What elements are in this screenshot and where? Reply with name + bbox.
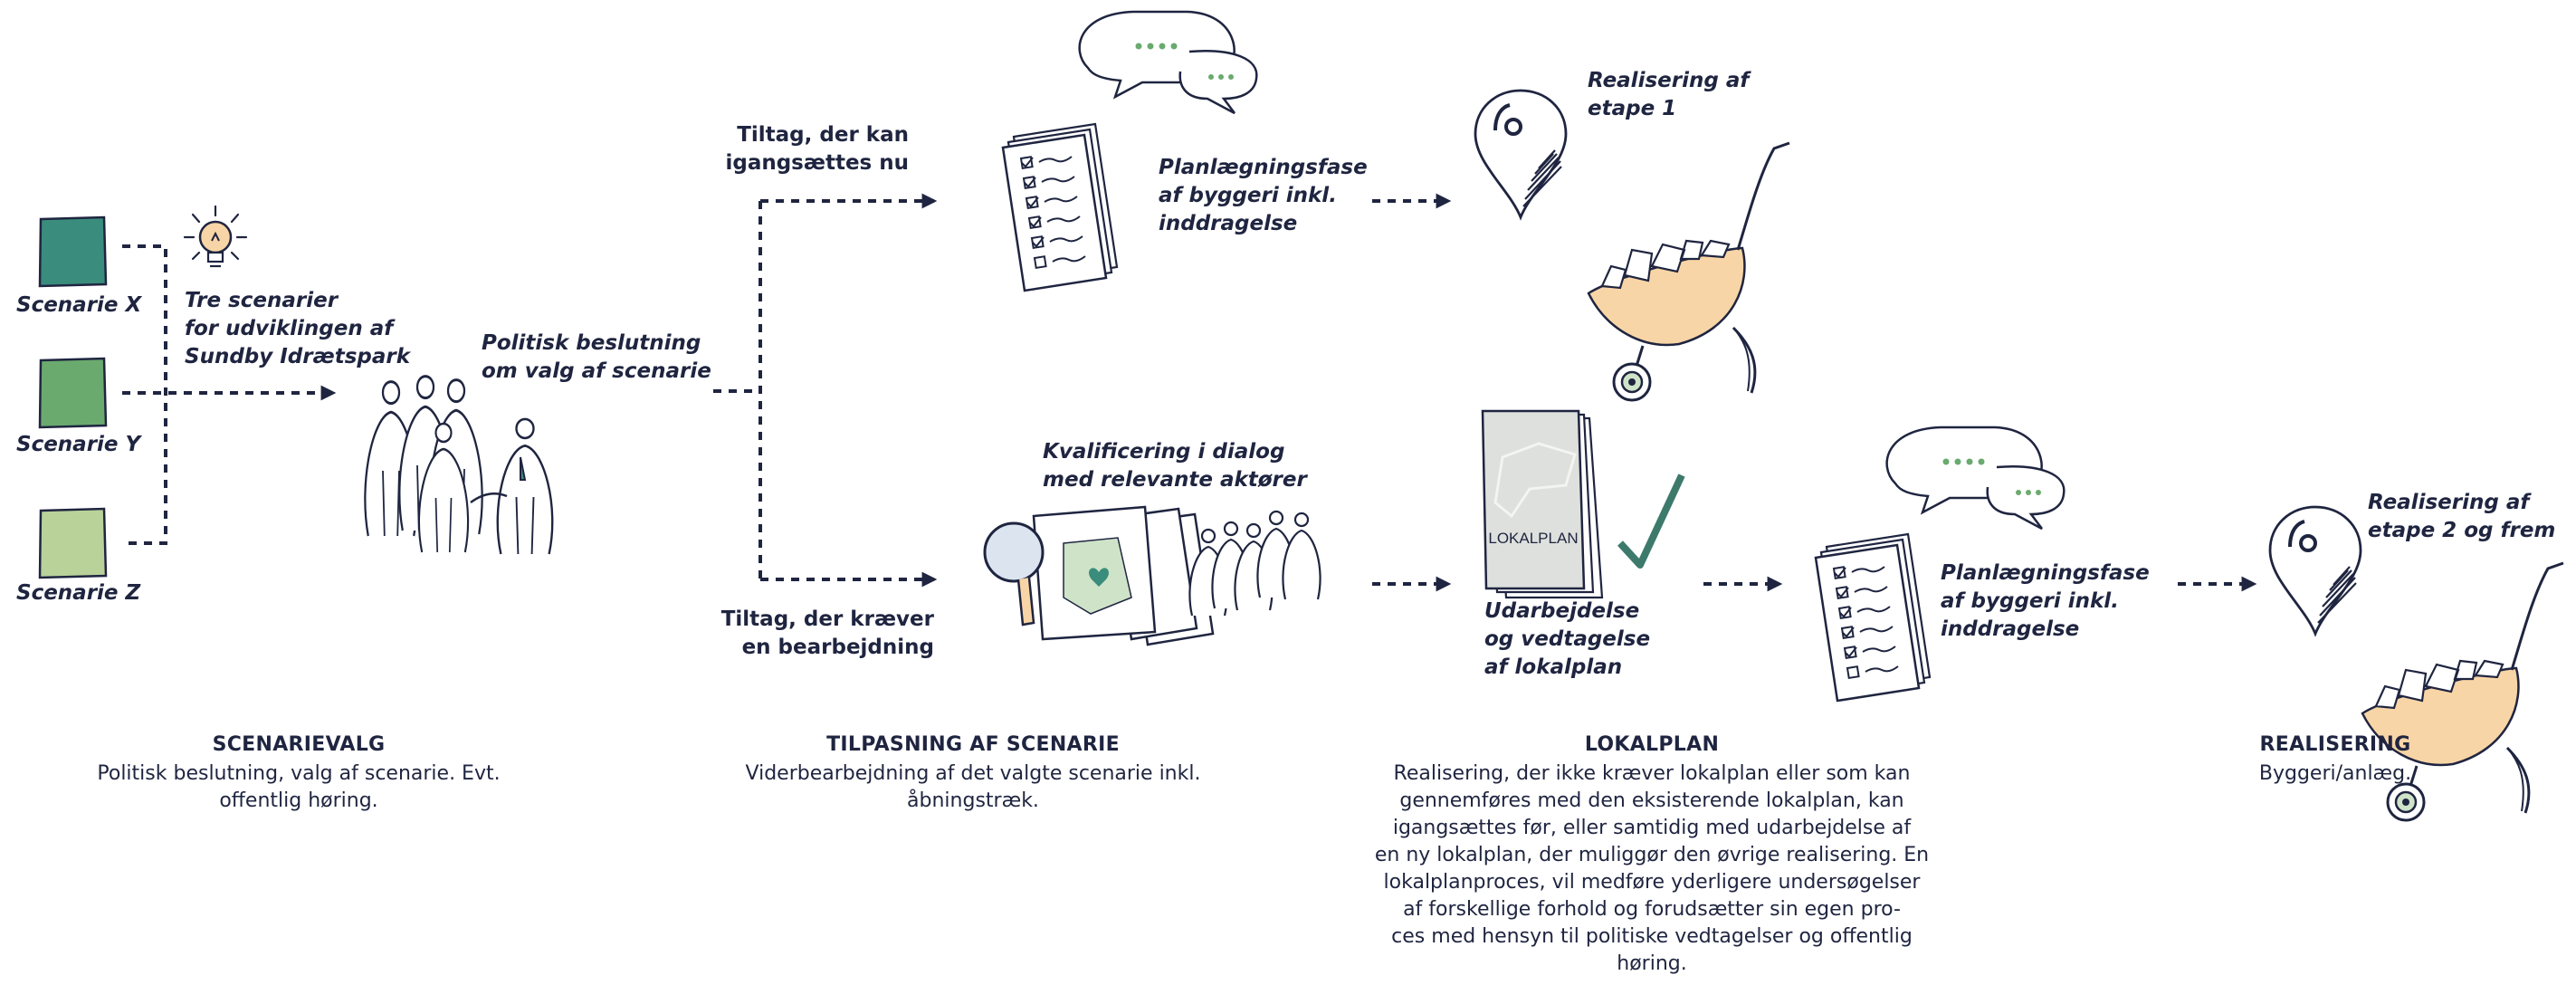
section-title: TILPASNING AF SCENARIE xyxy=(826,733,1120,756)
check-icon xyxy=(1617,473,1685,569)
scenario-z-label: Scenarie Z xyxy=(16,581,141,605)
section-realisering: REALISERING Byggeri/anlæg. xyxy=(2199,732,2471,788)
location-pin-icon xyxy=(1474,89,1568,219)
section-tilpasning: TILPASNING AF SCENARIE Viderbearbejdning… xyxy=(706,732,1240,815)
section-text: Byggeri/anlæg. xyxy=(2258,762,2412,785)
scenario-x-square xyxy=(38,215,108,288)
section-text: Realisering, der ikke kræver lokalplan e… xyxy=(1374,762,1930,975)
section-text: Viderbearbejdning af det valgte scenarie… xyxy=(745,762,1201,812)
lokalplan-document-label: LOKALPLAN xyxy=(1488,530,1578,547)
speech-bubbles-icon xyxy=(1078,10,1258,115)
section-title: REALISERING xyxy=(2259,733,2411,756)
scenario-x-label: Scenarie X xyxy=(16,293,142,317)
section-lokalplan: LOKALPLAN Realisering, der ikke kræver l… xyxy=(1358,732,1946,978)
scenario-z-square xyxy=(38,507,108,579)
section-title: LOKALPLAN xyxy=(1584,733,1720,756)
section-scenarievalg: SCENARIEVALG Politisk beslutning, valg a… xyxy=(54,732,543,815)
scenario-y-label: Scenarie Y xyxy=(16,433,141,456)
speech-bubbles-icon xyxy=(1885,426,2066,531)
stakeholders-group-icon xyxy=(1188,510,1321,617)
section-text: Politisk beslutning, valg af scenarie. E… xyxy=(97,762,501,812)
location-pin-icon xyxy=(2268,505,2362,636)
checklist-icon xyxy=(1001,122,1119,292)
people-group-icon xyxy=(363,375,554,556)
checklist-icon xyxy=(1814,532,1932,703)
lokalplan-document-icon: LOKALPLAN xyxy=(1481,409,1604,599)
lightbulb-icon xyxy=(183,205,248,268)
section-title: SCENARIEVALG xyxy=(212,733,386,756)
map-papers-icon xyxy=(1032,505,1215,646)
magnifier-icon xyxy=(983,521,1045,626)
wheelbarrow-icon xyxy=(1587,141,1791,402)
scenario-y-square xyxy=(38,357,108,429)
